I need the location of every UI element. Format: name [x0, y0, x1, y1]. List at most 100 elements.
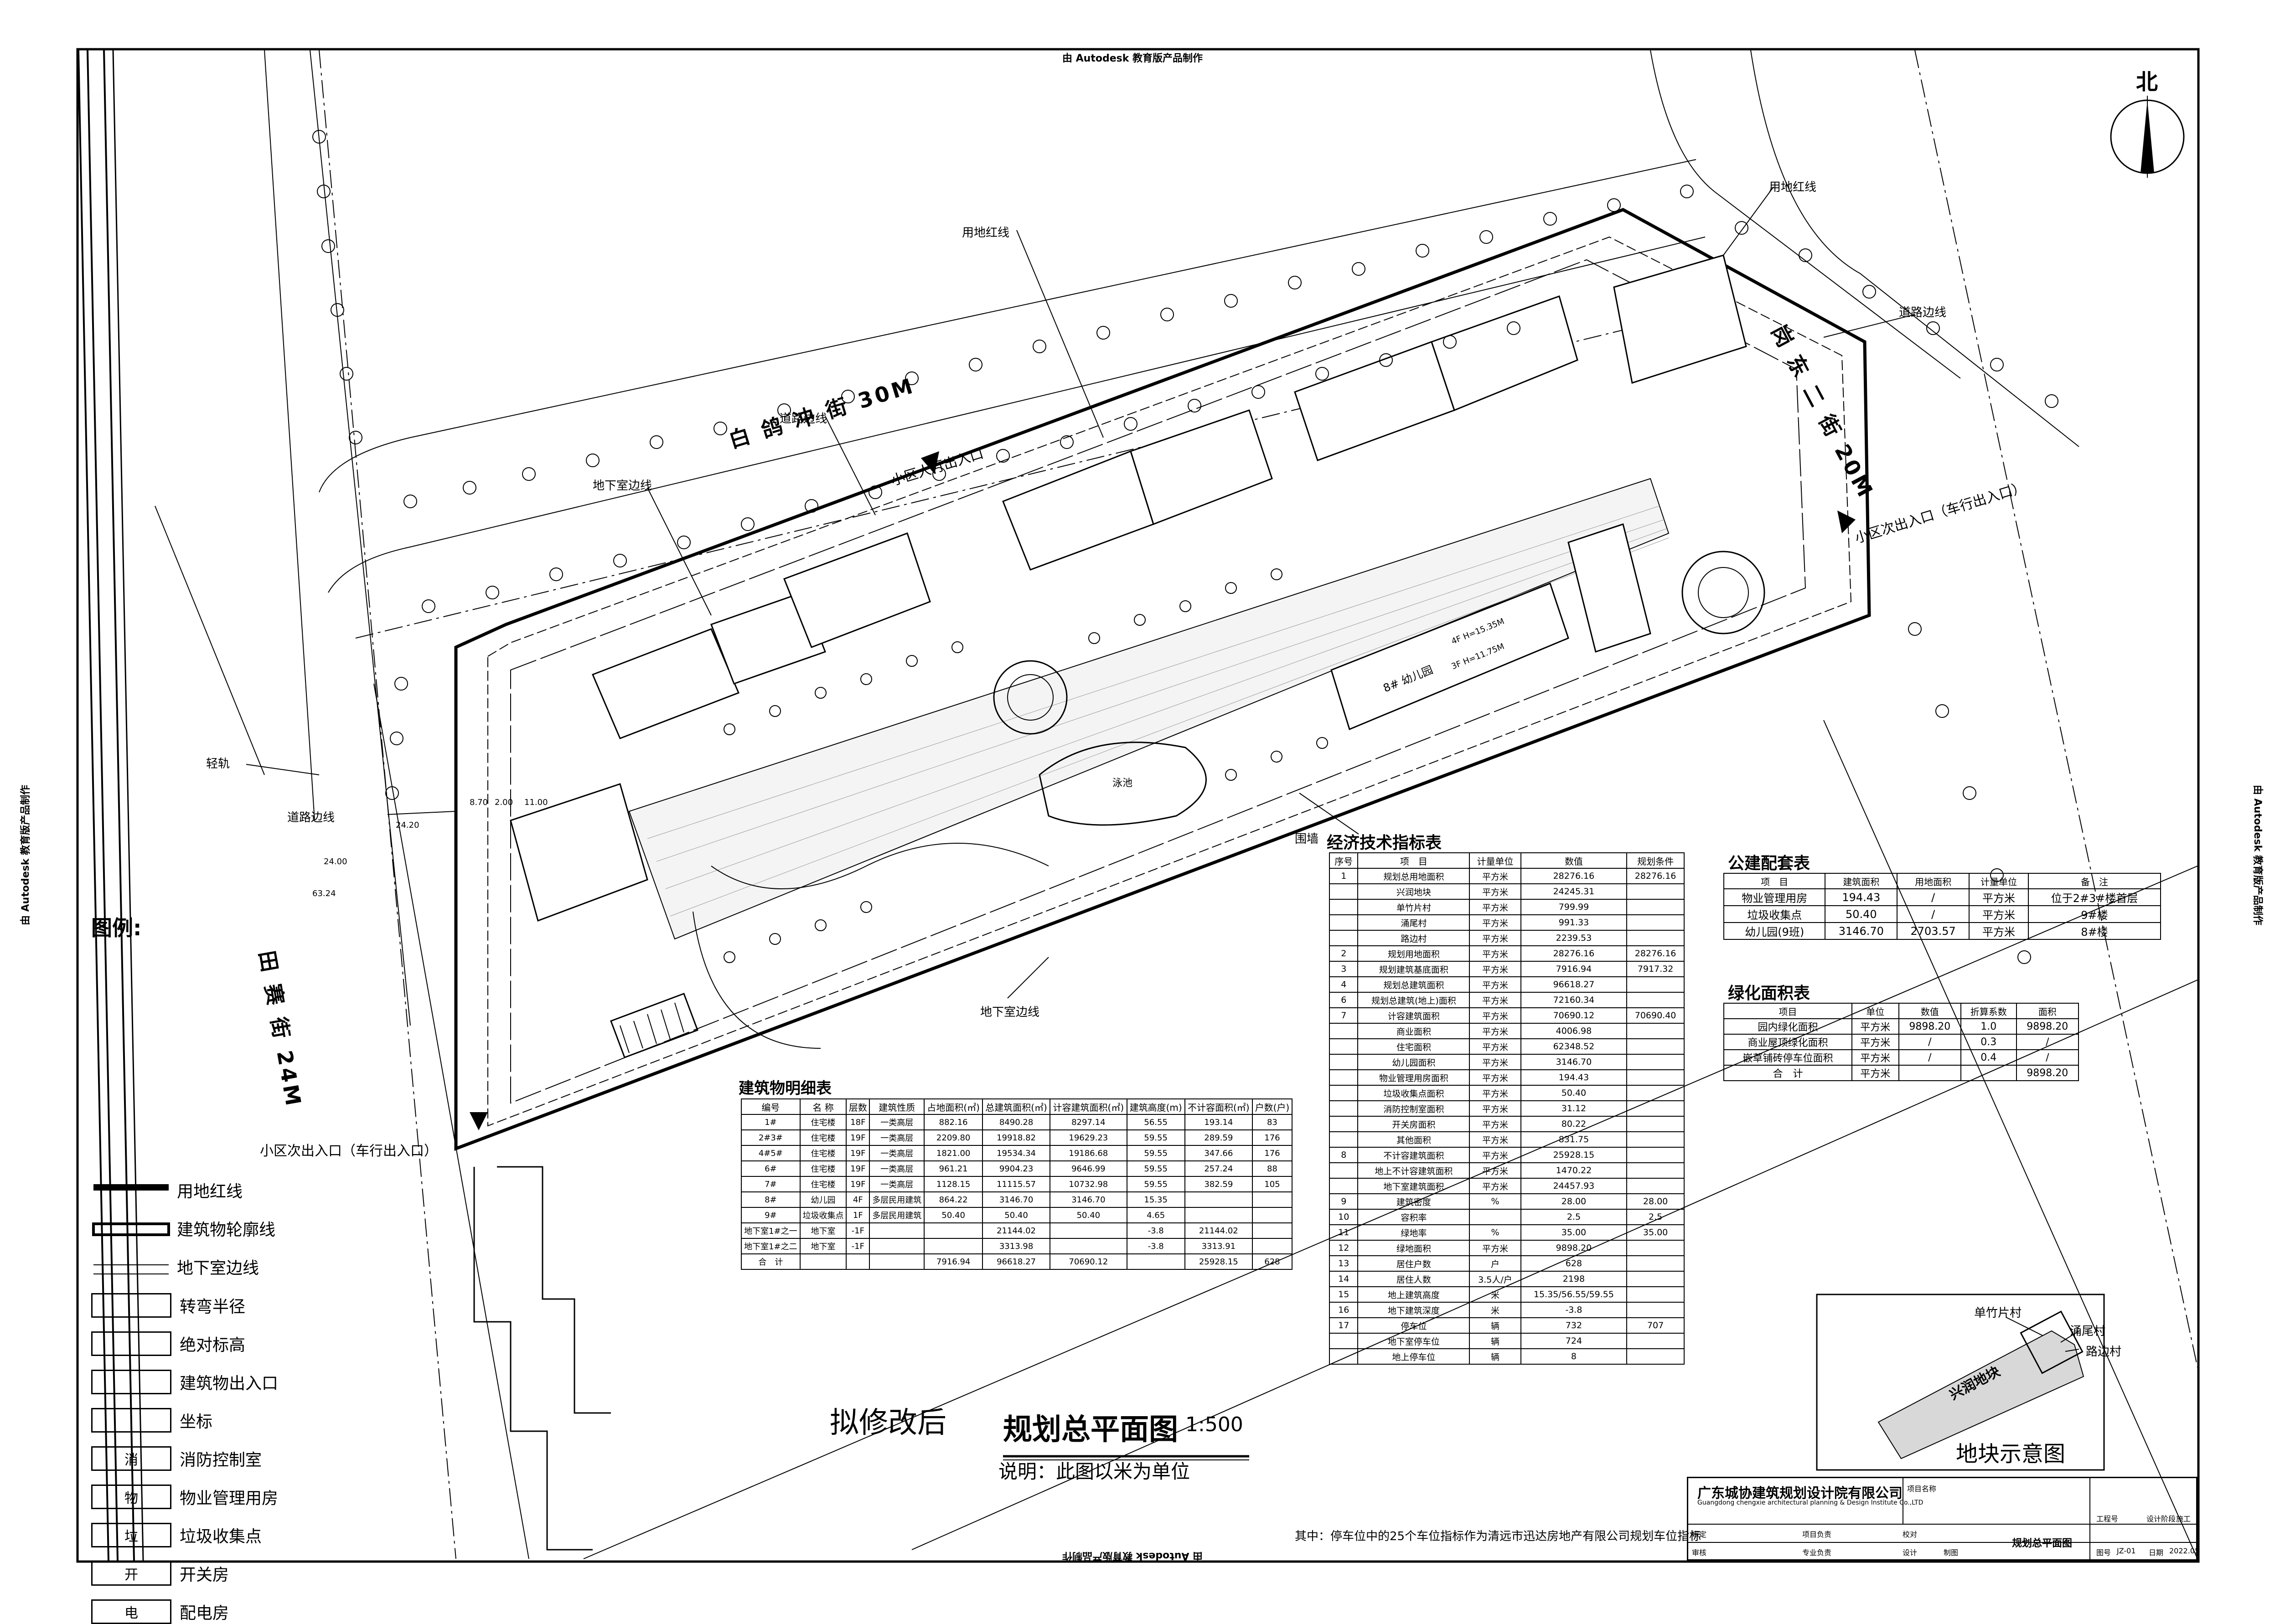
table-cell: 其他面积: [1357, 1131, 1470, 1148]
table-cell: 地下室建筑面积: [1357, 1178, 1470, 1194]
table-cell: 96618.27: [1520, 976, 1628, 993]
table-cell: 2239.53: [1520, 930, 1628, 946]
table-cell: 1470.22: [1520, 1162, 1628, 1179]
table-cell: 35.00: [1626, 1224, 1685, 1241]
table-cell: 平方米: [1469, 899, 1521, 915]
table-cell: 24245.31: [1520, 883, 1628, 900]
location-map-title: 地块示意图: [1956, 1441, 2066, 1467]
table-cell: 嵌草铺砖停车位面积: [1723, 1049, 1852, 1066]
table-cell: 194.43: [1520, 1069, 1628, 1086]
table-cell: [1050, 1238, 1127, 1254]
table-cell: 平方米: [1469, 1162, 1521, 1179]
drawing-name: 规划总平面图: [2012, 1538, 2073, 1549]
table-cell: 幼儿园: [799, 1191, 847, 1208]
table-cell: [1626, 976, 1685, 993]
table-cell: [1626, 1271, 1685, 1287]
table-cell: [1329, 1116, 1359, 1132]
table-cell: [869, 1253, 925, 1270]
table-cell: 绿地率: [1357, 1224, 1470, 1241]
table-cell: [1626, 1240, 1685, 1256]
table-cell: 住宅楼: [799, 1145, 847, 1161]
table-cell: 13: [1329, 1255, 1359, 1272]
table-cell: [1329, 1069, 1359, 1086]
table-cell: 停车位: [1357, 1317, 1470, 1334]
legend-item: 建筑物出入口: [91, 1370, 278, 1394]
table-cell: 平方米: [1469, 1100, 1521, 1117]
table-cell: 176: [1251, 1145, 1293, 1161]
table-header-cell: 计量单位: [1469, 852, 1521, 869]
table-cell: 规划建筑基底面积: [1357, 961, 1470, 977]
table-cell: 8: [1329, 1147, 1359, 1163]
table-cell: 一类高层: [869, 1160, 925, 1177]
table-cell: 1: [1329, 868, 1359, 884]
table-cell: 园内绿化面积: [1723, 1018, 1852, 1035]
table-header-cell: 不计容面积(㎡): [1184, 1098, 1253, 1115]
table-cell: [1329, 1023, 1359, 1039]
table-cell: 1128.15: [924, 1176, 983, 1192]
legend-item: 地下室边线: [91, 1255, 259, 1279]
table-cell: 一类高层: [869, 1129, 925, 1146]
table-cell: 2: [1329, 945, 1359, 962]
table-cell: 户: [1469, 1255, 1521, 1272]
dim-11-00: 11.00: [524, 798, 548, 807]
table-cell: 计容建筑面积: [1357, 1007, 1470, 1024]
table-cell: -3.8: [1520, 1302, 1628, 1318]
building-table: 编号名 称层数建筑性质占地面积(㎡)总建筑面积(㎡)计容建筑面积(㎡)建筑高度(…: [741, 1098, 1293, 1270]
table-cell: 位于2#3#楼首层: [2028, 888, 2161, 906]
table-cell: 平方米: [1469, 1147, 1521, 1163]
company-name-cn: 广东城协建筑规划设计院有限公司: [1697, 1485, 1903, 1501]
table-cell: 住宅楼: [799, 1129, 847, 1146]
table-cell: [1626, 1255, 1685, 1272]
table-cell: 4F: [846, 1191, 870, 1208]
table-cell: [1329, 930, 1359, 946]
legend-item: 物物业管理用房: [91, 1485, 278, 1509]
table-cell: /: [1898, 1049, 1962, 1066]
table-cell: 59.55: [1126, 1176, 1185, 1192]
table-header-cell: 建筑性质: [869, 1098, 925, 1115]
legend-symbol: [91, 1293, 171, 1318]
table-cell: 628: [1251, 1253, 1293, 1270]
table-cell: 2.5: [1626, 1209, 1685, 1225]
legend-item: 消消防控制室: [91, 1446, 262, 1471]
table-cell: [924, 1222, 983, 1239]
light-rail-label: 轻轨: [206, 757, 230, 771]
table-cell: 4006.98: [1520, 1023, 1628, 1039]
table-header-cell: 计容建筑面积(㎡): [1050, 1098, 1127, 1115]
table-cell: 住宅楼: [799, 1160, 847, 1177]
table-cell: 9898.20: [1898, 1018, 1962, 1035]
table-cell: 平方米: [1469, 1007, 1521, 1024]
table-header-cell: 数值: [1520, 852, 1628, 869]
title-block: 广东城协建筑规划设计院有限公司 Guangdong chengxie archi…: [1687, 1477, 2199, 1562]
table-header-cell: 单位: [1851, 1003, 1899, 1019]
table-cell: 地上停车位: [1357, 1348, 1470, 1365]
table-cell: 70690.12: [1520, 1007, 1628, 1024]
legend-label: 坐标: [180, 1413, 213, 1431]
table-cell: 347.66: [1184, 1145, 1253, 1161]
table-header-cell: 数值: [1898, 1003, 1962, 1019]
table-cell: 7#: [741, 1176, 801, 1192]
legend-symbol: [91, 1217, 169, 1239]
table-cell: 平方米: [1969, 888, 2029, 906]
table-cell: 幼儿园(9班): [1723, 922, 1826, 940]
table-cell: [1126, 1253, 1185, 1270]
table-cell: %: [1469, 1193, 1521, 1210]
title-block-vdivider-2: [2089, 1478, 2090, 1562]
legend-label: 转弯半径: [180, 1298, 246, 1316]
table-cell: 垃圾收集点: [799, 1207, 847, 1223]
facility-table-title: 公建配套表: [1728, 854, 1810, 873]
table-cell: [1626, 1348, 1685, 1365]
table-cell: 11115.57: [982, 1176, 1051, 1192]
table-cell: 289.59: [1184, 1129, 1253, 1146]
table-cell: 3: [1329, 961, 1359, 977]
legend-item: 电配电房: [91, 1599, 229, 1624]
green-table-title: 绿化面积表: [1728, 984, 1810, 1003]
table-cell: [1329, 1348, 1359, 1365]
